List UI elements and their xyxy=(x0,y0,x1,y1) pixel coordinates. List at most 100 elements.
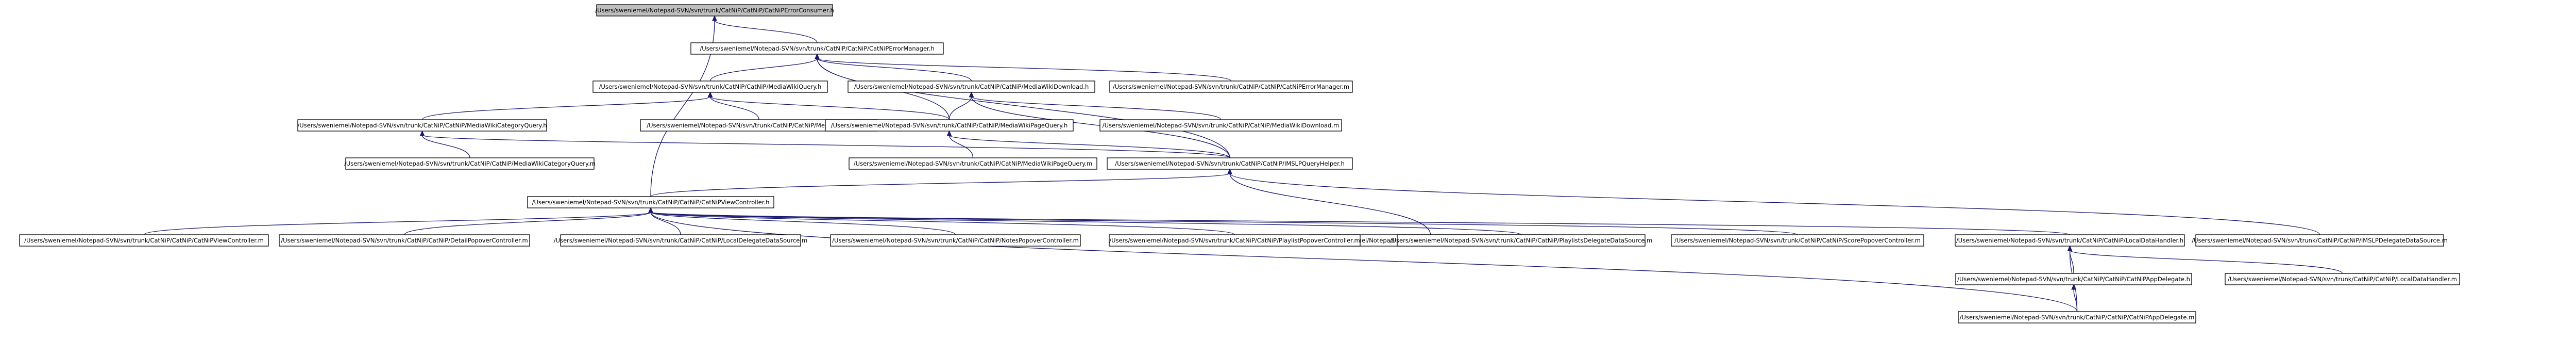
file-node-label: /Users/sweniemel/Notepad-SVN/svn/trunk/C… xyxy=(1957,276,2190,283)
root-file-node: /Users/sweniemel/Notepad-SVN/svn/trunk/C… xyxy=(595,4,834,17)
file-node[interactable]: /Users/sweniemel/Notepad-SVN/svn/trunk/C… xyxy=(1107,157,1353,170)
file-node-label: /Users/sweniemel/Notepad-SVN/svn/trunk/C… xyxy=(599,83,822,90)
file-node-label: /Users/sweniemel/Notepad-SVN/svn/trunk/C… xyxy=(854,160,1092,167)
file-node-box xyxy=(279,234,530,247)
dependency-edge xyxy=(948,135,1230,158)
dependency-edge xyxy=(421,135,470,158)
file-node-label: /Users/sweniemel/Notepad-SVN/svn/trunk/C… xyxy=(831,122,1068,129)
dependency-edge xyxy=(421,96,711,120)
dependency-edge xyxy=(817,58,1230,158)
dependency-edge xyxy=(650,212,2078,312)
dependency-edge xyxy=(650,212,1798,235)
dependency-arrowhead xyxy=(1227,168,1232,174)
file-node[interactable]: /Users/sweniemel/Notepad-SVN/svn/trunk/C… xyxy=(830,234,1081,247)
dependency-edge xyxy=(650,212,681,235)
file-node[interactable]: /Users/sweniemel/Notepad-SVN/svn/trunk/C… xyxy=(825,119,1074,132)
file-node[interactable]: /Users/sweniemel/Notepad-SVN/svn/trunk/C… xyxy=(848,80,1095,93)
dependency-edge xyxy=(714,20,818,43)
file-node-label: /Users/sweniemel/Notepad-SVN/svn/trunk/C… xyxy=(344,160,596,167)
dependency-edge xyxy=(817,58,972,82)
file-node-box xyxy=(19,234,269,247)
file-node-label: /Users/sweniemel/Notepad-SVN/svn/trunk/C… xyxy=(1113,83,1349,90)
dependency-edge xyxy=(817,58,1232,82)
file-node-label: /Users/sweniemel/Notepad-SVN/svn/trunk/C… xyxy=(297,122,547,129)
dependency-edge xyxy=(948,135,974,158)
dependency-arrowhead xyxy=(2067,245,2073,251)
file-node-label: /Users/sweniemel/Notepad-SVN/svn/trunk/C… xyxy=(554,237,807,244)
file-node-box xyxy=(345,157,595,170)
dependency-arrowhead xyxy=(2071,284,2076,290)
dependency-arrowhead xyxy=(712,15,717,21)
file-node[interactable]: /Users/sweniemel/Notepad-SVN/svn/trunk/C… xyxy=(279,234,530,247)
file-node[interactable]: /Users/sweniemel/Notepad-SVN/svn/trunk/C… xyxy=(690,42,944,55)
file-node[interactable]: /Users/sweniemel/Notepad-SVN/svn/trunk/C… xyxy=(2192,234,2448,247)
file-node-box xyxy=(1107,157,1353,170)
file-node-box xyxy=(1958,311,2196,323)
dependency-arrowhead xyxy=(648,207,653,213)
dependency-edge xyxy=(1229,173,2320,235)
dependency-edge xyxy=(971,96,1222,120)
file-node[interactable]: /Users/sweniemel/Notepad-SVN/svn/trunk/C… xyxy=(19,234,269,247)
file-node-box xyxy=(2195,234,2444,247)
file-node-label: /Users/sweniemel/Notepad-SVN/svn/trunk/C… xyxy=(1109,237,1360,244)
dependency-edge xyxy=(650,212,956,235)
file-node[interactable]: /Users/sweniemel/Notepad-SVN/svn/trunk/C… xyxy=(1109,234,1361,247)
file-node-label: /Users/sweniemel/Notepad-SVN/svn/trunk/C… xyxy=(2192,237,2448,244)
file-node-box xyxy=(560,234,801,247)
dependency-arrowhead xyxy=(707,91,713,98)
dependency-edge xyxy=(404,212,651,235)
file-node-box xyxy=(1955,234,2185,247)
dependency-edge xyxy=(709,96,759,120)
dependency-edge xyxy=(709,58,818,82)
file-node-box xyxy=(848,80,1095,93)
dependency-edge xyxy=(650,212,2071,235)
file-node[interactable]: /Users/sweniemel/Notepad-SVN/svn/trunk/C… xyxy=(297,119,547,132)
file-node-box xyxy=(527,196,774,208)
file-node-label: /Users/sweniemel/Notepad-SVN/svn/trunk/C… xyxy=(595,7,834,14)
file-node-label: /Users/sweniemel/Notepad-SVN/svn/trunk/C… xyxy=(532,199,770,206)
file-node[interactable]: /Users/sweniemel/Notepad-SVN/svn/trunk/C… xyxy=(2225,273,2460,285)
file-node-label: /Users/sweniemel/Notepad-SVN/svn/trunk/C… xyxy=(1674,237,1921,244)
file-node-box xyxy=(849,157,1097,170)
file-node[interactable]: /Users/sweniemel/Notepad-SVN/svn/trunk/C… xyxy=(1671,234,1924,247)
graph-edges xyxy=(143,15,2343,312)
dependency-arrowhead xyxy=(815,53,820,59)
file-node-box xyxy=(297,119,547,132)
file-node-box xyxy=(690,42,944,55)
dependency-edge xyxy=(650,173,1230,197)
file-node[interactable]: /Users/sweniemel/Notepad-SVN/svn/trunk/C… xyxy=(1955,273,2192,285)
file-node[interactable]: /Users/sweniemel/Notepad-SVN/svn/trunk/C… xyxy=(554,234,807,247)
file-node-box xyxy=(1397,234,1646,247)
file-node-label: /Users/sweniemel/Notepad-SVN/svn/trunk/C… xyxy=(1115,160,1345,167)
file-node-box xyxy=(2225,273,2460,285)
dependency-edge xyxy=(709,96,950,120)
file-node-box xyxy=(596,4,833,17)
file-node[interactable]: /Users/sweniemel/Notepad-SVN/svn/trunk/C… xyxy=(344,157,596,170)
file-node[interactable]: /Users/sweniemel/Notepad-SVN/svn/trunk/C… xyxy=(592,80,828,93)
file-node[interactable]: /Users/sweniemel/Notepad-SVN/svn/trunk/C… xyxy=(1099,119,1342,132)
dependency-edge xyxy=(2073,288,2078,312)
dependency-edge xyxy=(143,212,651,235)
file-node-label: /Users/sweniemel/Notepad-SVN/svn/trunk/C… xyxy=(2228,276,2457,283)
dependency-edge xyxy=(421,135,1230,158)
dependency-arrowhead xyxy=(419,130,425,136)
file-node-label: /Users/sweniemel/Notepad-SVN/svn/trunk/C… xyxy=(700,45,934,52)
file-node[interactable]: /Users/sweniemel/Notepad-SVN/svn/trunk/C… xyxy=(527,196,774,208)
dependency-edge xyxy=(1229,173,1431,235)
file-node-label: /Users/sweniemel/Notepad-SVN/svn/trunk/C… xyxy=(832,237,1079,244)
dependency-edge xyxy=(2069,250,2343,274)
file-node[interactable]: /Users/sweniemel/Notepad-SVN/svn/trunk/C… xyxy=(1390,234,1653,247)
file-node-label: /Users/sweniemel/Notepad-SVN/svn/trunk/C… xyxy=(854,83,1089,90)
file-node[interactable]: /Users/sweniemel/Notepad-SVN/svn/trunk/C… xyxy=(849,157,1097,170)
dependency-edge xyxy=(650,212,1522,235)
file-node[interactable]: /Users/sweniemel/Notepad-SVN/svn/trunk/C… xyxy=(1955,234,2185,247)
dependency-edge xyxy=(650,212,1235,235)
file-node-label: /Users/sweniemel/Notepad-SVN/svn/trunk/C… xyxy=(24,237,264,244)
file-node-box xyxy=(825,119,1074,132)
file-node[interactable]: /Users/sweniemel/Notepad-SVN/svn/trunk/C… xyxy=(1958,311,2196,323)
file-node-label: /Users/sweniemel/Notepad-SVN/svn/trunk/C… xyxy=(1103,122,1339,129)
file-node-label: /Users/sweniemel/Notepad-SVN/svn/trunk/C… xyxy=(1956,237,2183,244)
file-node[interactable]: /Users/sweniemel/Notepad-SVN/svn/trunk/C… xyxy=(1109,80,1353,93)
graph-nodes: /Users/sweniemel/Notepad-SVN/svn/trunk/C… xyxy=(19,4,2460,323)
